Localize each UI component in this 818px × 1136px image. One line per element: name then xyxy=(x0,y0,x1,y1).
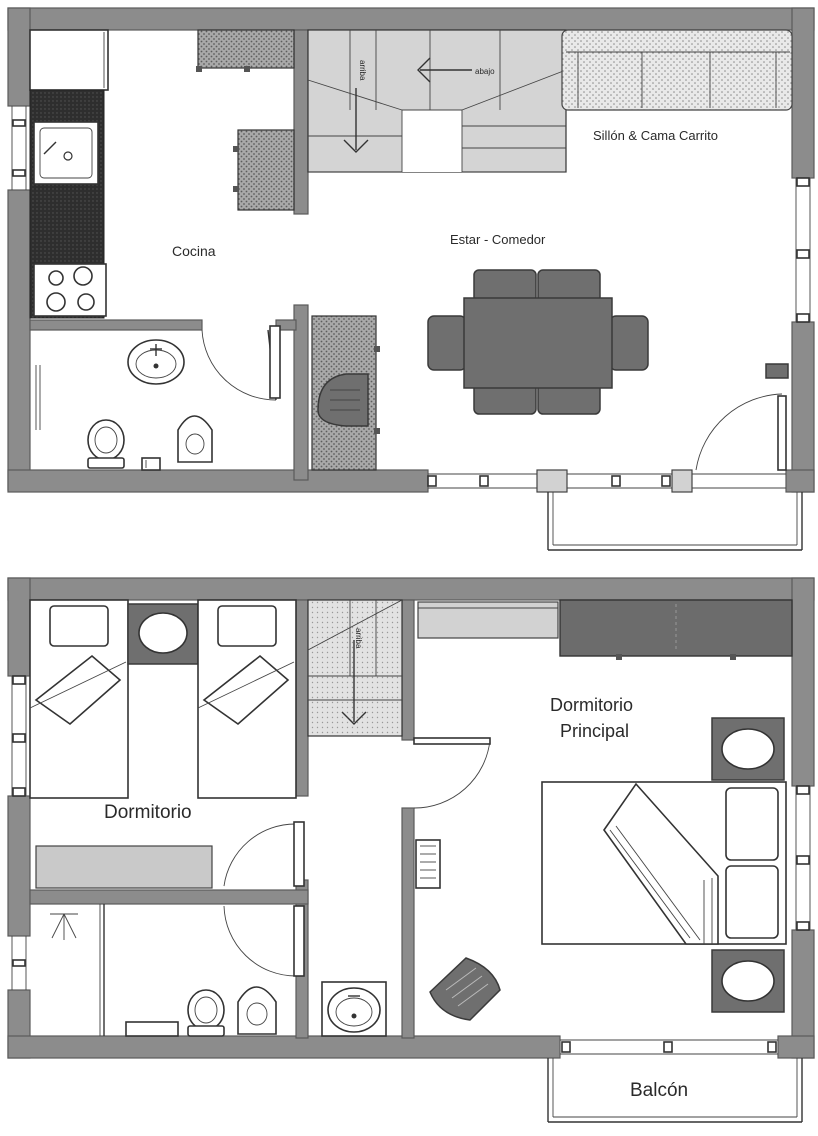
room-label-estar-comedor: Estar - Comedor xyxy=(450,232,546,247)
bathroom-bin xyxy=(141,457,161,471)
upper-wall-bottom xyxy=(7,1035,561,1059)
wall-panel-ground xyxy=(765,363,789,379)
upper-window-right xyxy=(795,785,811,931)
washbasin-ground xyxy=(127,339,185,385)
room-label-dormitorio-principal-1: Dormitorio xyxy=(550,695,633,715)
wall-bathroom-top xyxy=(29,319,203,331)
toilet-upper xyxy=(187,989,225,1037)
toilet-ground xyxy=(87,419,125,469)
upper-wall-stair-right xyxy=(401,599,415,741)
upper-wall-left-1 xyxy=(7,577,31,677)
armchair-upper xyxy=(429,957,501,1021)
upper-wall-top xyxy=(7,577,815,601)
shower xyxy=(50,904,105,1036)
bath-door-upper xyxy=(223,905,305,977)
wall-top xyxy=(7,7,815,31)
double-bed xyxy=(541,781,787,945)
window-left-1 xyxy=(11,106,27,190)
bed-single-1 xyxy=(29,599,129,799)
dining-table xyxy=(427,269,649,415)
stairs-upper xyxy=(307,599,403,737)
wall-kitchen-living-lower xyxy=(293,304,309,481)
upper-floor: Dormitorio arriba xyxy=(7,577,815,1123)
stair-arrow-up-ground: arriba xyxy=(343,60,369,153)
wall-right-upper xyxy=(791,7,815,179)
wall-kitchen-living-upper xyxy=(293,29,309,215)
svg-text:arriba: arriba xyxy=(354,628,363,649)
nightstand-1 xyxy=(127,603,199,665)
bidet-upper xyxy=(237,986,277,1035)
upper-wall-bottom-right xyxy=(777,1035,815,1059)
stair-arrow-down-ground: abajo xyxy=(417,57,495,83)
kitchen-cabinet xyxy=(237,129,295,211)
window-right-1 xyxy=(795,177,811,323)
kitchen-counter-top xyxy=(29,29,109,91)
room-label-dormitorio-principal-2: Principal xyxy=(560,721,629,741)
upper-wall-stair-left xyxy=(295,599,309,797)
room-label-balcon: Balcón xyxy=(630,1080,688,1101)
wall-right-lower xyxy=(791,321,815,493)
bathroom-door xyxy=(201,325,281,401)
svg-text:arriba: arriba xyxy=(358,60,367,81)
entry-door xyxy=(695,393,787,471)
bedroom-wardrobe xyxy=(35,845,213,889)
tv-cabinet xyxy=(311,315,380,471)
window-bottom-sliding xyxy=(427,469,803,551)
upper-wall-hall-right xyxy=(401,807,415,1039)
bedroom-door xyxy=(223,821,305,887)
upper-window-left-2 xyxy=(11,936,27,990)
kitchen-fridge-top xyxy=(197,29,295,69)
svg-text:abajo: abajo xyxy=(475,67,495,76)
master-nightstand-bottom xyxy=(711,949,785,1013)
kitchen-stove xyxy=(33,263,107,317)
ground-floor: Cocina xyxy=(7,7,815,551)
master-nightstand-top xyxy=(711,717,785,781)
wall-bathroom-top-right xyxy=(275,319,297,331)
wall-left-upper xyxy=(7,7,31,107)
washbasin-upper xyxy=(321,981,387,1037)
bidet-ground xyxy=(177,415,213,463)
wall-bottom-right xyxy=(785,469,815,493)
room-label-dormitorio: Dormitorio xyxy=(104,802,192,823)
upper-wall-bedroom-bath xyxy=(29,889,309,905)
upper-wall-right-1 xyxy=(791,577,815,787)
bed-single-2 xyxy=(197,599,297,799)
wall-bottom-left xyxy=(7,469,429,493)
stair-arrow-down-upper: arriba xyxy=(341,628,367,725)
upper-window-left-1 xyxy=(11,675,27,797)
bath-cabinet-upper xyxy=(125,1021,179,1037)
room-label-sillon: Sillón & Cama Carrito xyxy=(593,128,718,143)
wall-left-lower xyxy=(7,189,31,491)
sofa-bed xyxy=(561,29,793,111)
master-shelf xyxy=(417,601,559,639)
master-bedroom-door xyxy=(413,737,491,809)
master-wardrobe xyxy=(559,599,793,660)
room-label-cocina: Cocina xyxy=(172,243,216,259)
upper-window-balcony xyxy=(547,1039,803,1123)
radiator-upper xyxy=(415,839,441,889)
upper-wall-left-2 xyxy=(7,795,31,937)
